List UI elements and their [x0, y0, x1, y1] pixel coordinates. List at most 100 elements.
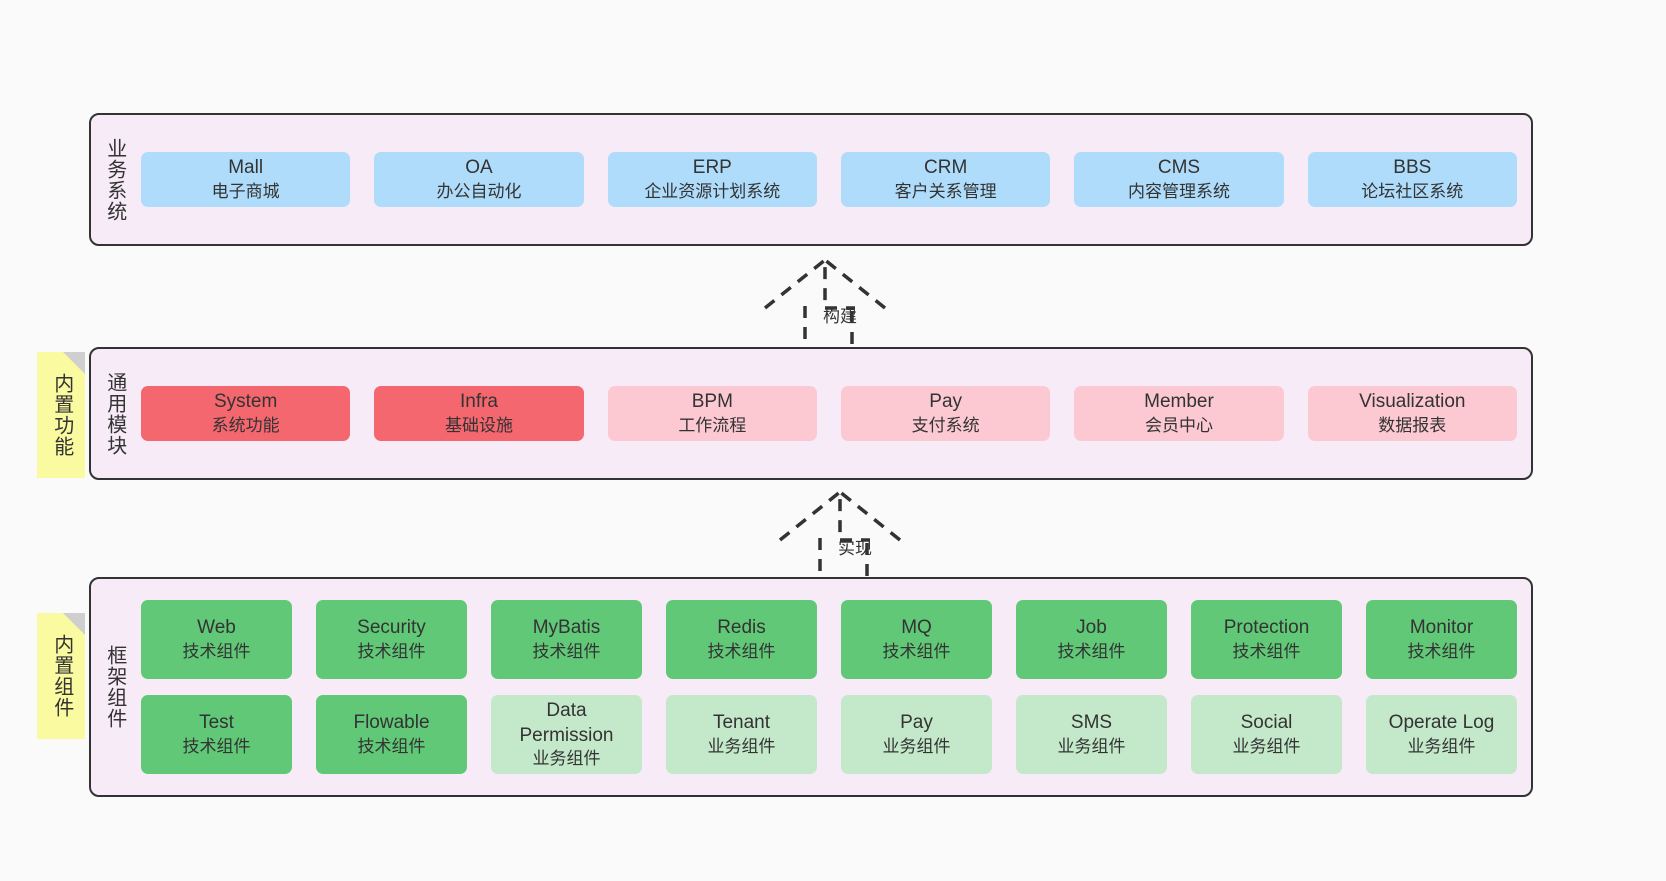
layer-common-module: 通用模块 System 系统功能 Infra 基础设施 BPM 工作流程 Pay… [89, 347, 1533, 480]
note-fold-icon [63, 352, 85, 374]
layer-body-business-system: Mall 电子商城 OA 办公自动化 ERP 企业资源计划系统 CRM 客户关系… [137, 115, 1531, 244]
node-title: OA [465, 157, 493, 179]
node-subtitle: 业务组件 [532, 748, 601, 768]
note-builtin-feature: 内置功能 [37, 352, 85, 478]
node-operate-log[interactable]: Operate Log 业务组件 [1366, 695, 1517, 774]
node-erp[interactable]: ERP 企业资源计划系统 [607, 152, 817, 207]
node-title: BPM [691, 391, 733, 413]
node-title: MyBatis [532, 617, 601, 639]
layer-body-common-module: System 系统功能 Infra 基础设施 BPM 工作流程 Pay 支付系统… [137, 349, 1531, 478]
node-monitor[interactable]: Monitor 技术组件 [1366, 600, 1517, 679]
node-subtitle: 业务组件 [882, 736, 951, 756]
node-subtitle: 业务组件 [1407, 736, 1476, 756]
row: Mall 电子商城 OA 办公自动化 ERP 企业资源计划系统 CRM 客户关系… [141, 152, 1517, 207]
node-cms[interactable]: CMS 内容管理系统 [1074, 152, 1284, 207]
node-pay-component[interactable]: Pay 业务组件 [841, 695, 992, 774]
node-title: Tenant [712, 712, 771, 734]
node-subtitle: 技术组件 [357, 641, 426, 661]
node-subtitle: 基础设施 [444, 415, 513, 435]
node-title: Data Permission [519, 700, 614, 746]
node-test[interactable]: Test 技术组件 [141, 695, 292, 774]
layer-body-framework-component: Web 技术组件 Security 技术组件 MyBatis 技术组件 Redi… [137, 579, 1531, 795]
node-bbs[interactable]: BBS 论坛社区系统 [1307, 152, 1517, 207]
node-subtitle: 企业资源计划系统 [644, 181, 781, 201]
layer-title-common-module: 通用模块 [103, 371, 126, 456]
node-mybatis[interactable]: MyBatis 技术组件 [491, 600, 642, 679]
node-subtitle: 办公自动化 [436, 181, 522, 201]
layer-framework-component: 框架组件 Web 技术组件 Security 技术组件 MyBatis 技术组件… [89, 577, 1533, 797]
node-tenant[interactable]: Tenant 业务组件 [666, 695, 817, 774]
node-crm[interactable]: CRM 客户关系管理 [840, 152, 1051, 207]
node-title: Social [1240, 712, 1293, 734]
layer-business-system: 业务系统 Mall 电子商城 OA 办公自动化 ERP 企业资源计划系统 CRM… [89, 113, 1533, 246]
node-redis[interactable]: Redis 技术组件 [666, 600, 817, 679]
node-web[interactable]: Web 技术组件 [141, 600, 292, 679]
node-subtitle: 技术组件 [182, 736, 251, 756]
node-title: Mall [228, 157, 264, 179]
node-subtitle: 业务组件 [1057, 736, 1126, 756]
node-bpm[interactable]: BPM 工作流程 [607, 386, 817, 441]
node-title: Monitor [1409, 617, 1474, 639]
node-security[interactable]: Security 技术组件 [316, 600, 467, 679]
node-subtitle: 技术组件 [357, 736, 426, 756]
node-visualization[interactable]: Visualization 数据报表 [1307, 386, 1517, 441]
node-infra[interactable]: Infra 基础设施 [374, 386, 584, 441]
row: Web 技术组件 Security 技术组件 MyBatis 技术组件 Redi… [141, 600, 1517, 679]
node-social[interactable]: Social 业务组件 [1191, 695, 1342, 774]
node-system[interactable]: System 系统功能 [141, 386, 351, 441]
note-text: 内置功能 [50, 373, 73, 457]
node-subtitle: 内容管理系统 [1127, 181, 1230, 201]
node-data-permission[interactable]: Data Permission 业务组件 [491, 695, 642, 774]
node-subtitle: 技术组件 [532, 641, 601, 661]
node-subtitle: 支付系统 [911, 415, 980, 435]
node-title: SMS [1070, 712, 1113, 734]
node-title: MQ [901, 617, 932, 639]
node-title: System [213, 391, 278, 413]
node-title: Pay [900, 712, 933, 734]
node-sms[interactable]: SMS 业务组件 [1016, 695, 1167, 774]
node-flowable[interactable]: Flowable 技术组件 [316, 695, 467, 774]
node-mq[interactable]: MQ 技术组件 [841, 600, 992, 679]
connector-implement: 实现 [775, 488, 935, 588]
node-subtitle: 会员中心 [1144, 415, 1213, 435]
node-job[interactable]: Job 技术组件 [1016, 600, 1167, 679]
node-title: Operate Log [1388, 712, 1495, 734]
node-oa[interactable]: OA 办公自动化 [374, 152, 584, 207]
node-subtitle: 业务组件 [707, 736, 776, 756]
node-subtitle: 技术组件 [182, 641, 251, 661]
layer-title-framework-component: 框架组件 [103, 645, 126, 729]
node-subtitle: 客户关系管理 [894, 181, 997, 201]
node-protection[interactable]: Protection 技术组件 [1191, 600, 1342, 679]
node-subtitle: 论坛社区系统 [1361, 181, 1464, 201]
node-subtitle: 技术组件 [1057, 641, 1126, 661]
note-builtin-component: 内置组件 [37, 613, 85, 739]
node-title: CRM [924, 157, 968, 179]
note-text: 内置组件 [50, 634, 73, 718]
node-title: ERP [692, 157, 732, 179]
connector-label: 实现 [838, 539, 872, 558]
node-title: CMS [1157, 157, 1201, 179]
node-title: Test [199, 712, 234, 734]
connector-build: 构建 [760, 256, 920, 356]
node-title: BBS [1393, 157, 1432, 179]
node-subtitle: 技术组件 [1407, 641, 1476, 661]
node-title: Job [1076, 617, 1107, 639]
node-title: Security [357, 617, 426, 639]
node-title: Redis [717, 617, 766, 639]
node-title: Protection [1223, 617, 1310, 639]
node-title: Web [197, 617, 236, 639]
node-subtitle: 技术组件 [1232, 641, 1301, 661]
node-member[interactable]: Member 会员中心 [1074, 386, 1284, 441]
node-title: Flowable [353, 712, 430, 734]
node-title: Visualization [1359, 391, 1466, 413]
node-title: Infra [459, 391, 498, 413]
node-subtitle: 工作流程 [678, 415, 747, 435]
node-pay-module[interactable]: Pay 支付系统 [840, 386, 1051, 441]
connector-label: 构建 [823, 307, 857, 326]
row: System 系统功能 Infra 基础设施 BPM 工作流程 Pay 支付系统… [141, 386, 1517, 441]
node-subtitle: 电子商城 [211, 181, 280, 201]
row: Test 技术组件 Flowable 技术组件 Data Permission … [141, 695, 1517, 774]
node-mall[interactable]: Mall 电子商城 [141, 152, 351, 207]
node-title: Member [1144, 391, 1214, 413]
